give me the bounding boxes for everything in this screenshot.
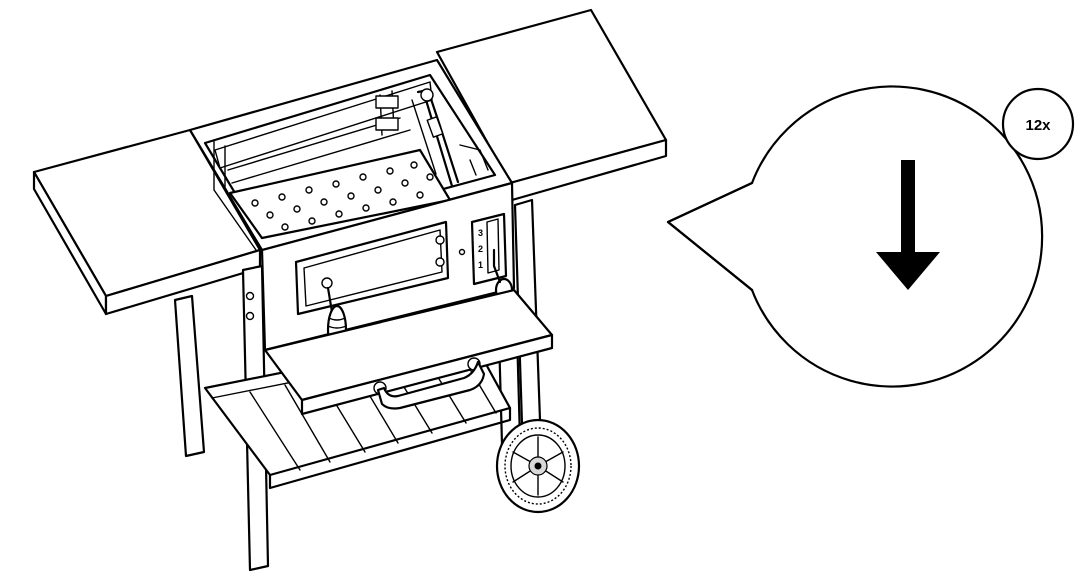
adjuster-marker-1: 1 bbox=[478, 260, 483, 270]
front-fold-shelf bbox=[263, 288, 554, 416]
left-side-shelf bbox=[32, 128, 262, 316]
arrow-down-icon bbox=[876, 160, 940, 290]
quantity-badge bbox=[1001, 87, 1075, 161]
detail-callout: 12x bbox=[666, 85, 1075, 388]
quantity-label: 12x bbox=[1025, 117, 1051, 134]
grill-body: 3 2 1 bbox=[188, 58, 516, 356]
adjuster-marker-2: 2 bbox=[478, 244, 483, 254]
cart-wheel bbox=[495, 418, 581, 514]
adjuster-marker-3: 3 bbox=[478, 228, 483, 238]
charcoal-tray-holes bbox=[251, 161, 434, 231]
height-adjuster-plate: 3 2 1 bbox=[470, 212, 514, 303]
front-handle bbox=[376, 360, 486, 410]
